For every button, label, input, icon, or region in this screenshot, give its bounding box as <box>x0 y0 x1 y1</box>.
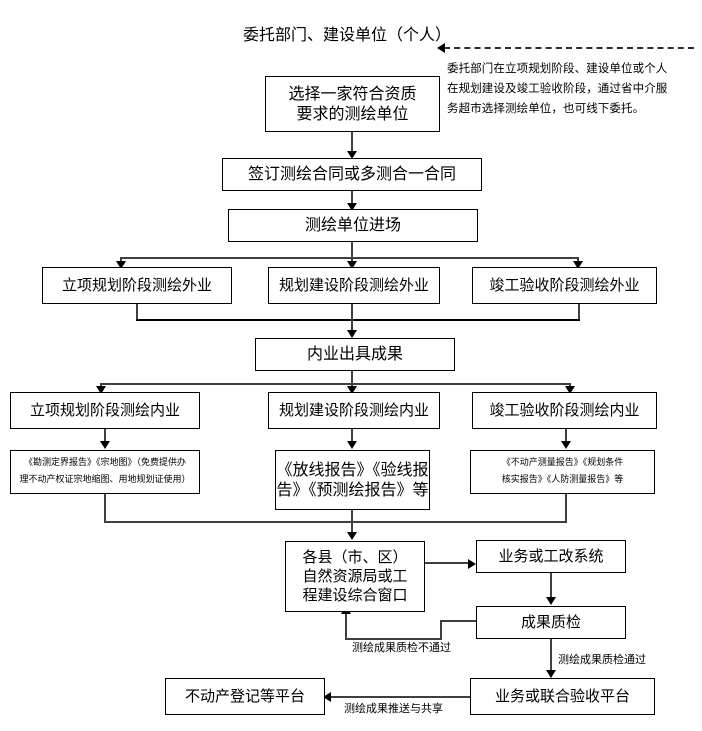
arrowhead-down-icon <box>561 441 571 449</box>
node-unit-entry[interactable]: 测绘单位进场 <box>228 209 478 242</box>
connector-contract-to-entry <box>351 191 353 209</box>
connector-field-mid-riser <box>351 304 353 321</box>
connector-output-bus <box>101 383 571 385</box>
arrowhead-down-icon <box>565 386 575 394</box>
connector-entry-stem <box>351 242 353 259</box>
node-select-unit[interactable]: 选择一家符合资质 要求的测绘单位 <box>265 76 440 132</box>
connector-merge-to-output <box>351 319 353 336</box>
arrowhead-left-icon <box>437 43 445 53</box>
node-sign-contract[interactable]: 签订测绘合同或多测合一合同 <box>222 158 482 191</box>
connector-qc-to-joint <box>550 639 552 677</box>
node-result-acceptance[interactable]: 《不动产测量报告》《规划条件 核实报告》《人防测量报告》等 <box>470 450 655 494</box>
arrowhead-left-icon <box>323 692 331 702</box>
connector-field-merge-bus <box>136 319 580 321</box>
node-office-construction[interactable]: 规划建设阶段测绘内业 <box>268 392 440 429</box>
annotation-text: 委托部门在立项规划阶段、建设单位或个人 在规划建设及竣工验收阶段，通过省中介服 … <box>447 61 668 116</box>
arrowhead-down-icon <box>347 151 357 159</box>
node-quality-check[interactable]: 成果质检 <box>476 606 626 639</box>
arrowhead-down-icon <box>116 261 126 269</box>
connector-entry-bus <box>121 257 579 259</box>
node-office-output[interactable]: 内业出具成果 <box>255 338 455 371</box>
arrowhead-down-icon <box>546 670 556 678</box>
node-result-construction[interactable]: 《放线报告》《验线报 告》《预测绘报告》等 <box>275 450 430 510</box>
dashed-connector-annotation <box>444 47 694 49</box>
arrowhead-down-icon <box>546 597 556 605</box>
diagram-title: 委托部门、建设单位（个人） <box>243 25 452 44</box>
connector-select-to-contract <box>351 132 353 154</box>
edge-label-qc-fail: 测绘成果质检不通过 <box>352 641 451 654</box>
node-office-acceptance[interactable]: 竣工验收阶段测绘内业 <box>472 392 657 429</box>
connector-qc-fail-riser <box>440 622 442 640</box>
connector-resultplanning-riser <box>104 494 106 523</box>
arrowhead-down-icon <box>96 386 106 394</box>
connector-results-bus <box>104 521 566 523</box>
connector-field-right-riser <box>578 304 580 321</box>
node-field-planning[interactable]: 立项规划阶段测绘外业 <box>42 267 232 304</box>
connector-business-to-qc <box>550 573 552 602</box>
connector-resultacceptance-riser <box>565 494 567 523</box>
arrowhead-down-icon <box>347 386 357 394</box>
connector-qc-fail-to-county <box>345 612 347 640</box>
connector-qc-fail-bus <box>345 638 442 640</box>
connector-resultconstruction-riser <box>351 510 353 521</box>
connector-officeconstruction-to-result <box>351 429 353 445</box>
arrowhead-right-icon <box>468 559 476 569</box>
edge-label-push-share: 测绘成果推送与共享 <box>344 702 443 715</box>
connector-output-stem <box>351 371 353 385</box>
arrowhead-down-icon <box>347 261 357 269</box>
arrowhead-down-icon <box>100 441 110 449</box>
node-joint-acceptance[interactable]: 业务或联合验收平台 <box>470 678 655 715</box>
connector-officeacceptance-to-result <box>565 429 567 445</box>
connector-county-to-business <box>425 562 471 564</box>
connector-bus-to-county <box>351 521 353 537</box>
connector-joint-to-registration <box>330 696 472 698</box>
node-registration-platform[interactable]: 不动产登记等平台 <box>165 678 325 715</box>
arrowhead-down-icon <box>347 203 357 211</box>
node-field-acceptance[interactable]: 竣工验收阶段测绘外业 <box>472 267 657 304</box>
arrowhead-down-icon <box>347 532 357 540</box>
connector-field-left-riser <box>136 304 138 321</box>
arrowhead-down-icon <box>347 330 357 338</box>
edge-label-qc-pass: 测绘成果质检通过 <box>558 653 646 666</box>
node-business-system[interactable]: 业务或工改系统 <box>476 540 626 573</box>
arrowhead-down-icon <box>347 441 357 449</box>
node-office-planning[interactable]: 立项规划阶段测绘内业 <box>10 392 200 429</box>
connector-officeplanning-to-result <box>104 429 106 445</box>
node-county-bureau[interactable]: 各县（市、区） 自然资源局或工 程建设综合窗口 <box>285 541 425 612</box>
connector-qc-fail-stub <box>440 620 478 622</box>
node-field-construction[interactable]: 规划建设阶段测绘外业 <box>268 267 440 304</box>
node-result-planning[interactable]: 《勘测定界报告》《宗地图》（免费提供办 理不动产权证宗地缩图、用地规划证使用） <box>10 450 200 494</box>
arrowhead-down-icon <box>573 261 583 269</box>
